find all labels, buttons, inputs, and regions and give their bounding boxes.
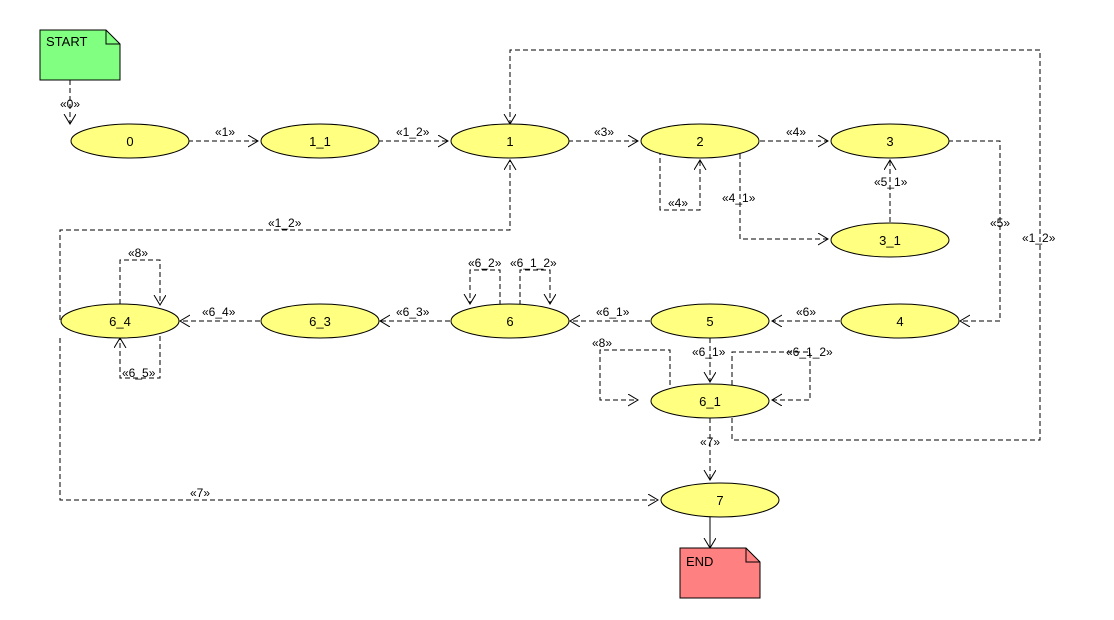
- state-3_1-label: 3_1: [879, 233, 901, 248]
- state-5[interactable]: 5: [650, 303, 770, 339]
- edge-2-self: [659, 150, 700, 211]
- state-6_4[interactable]: 6_4: [60, 303, 180, 339]
- edge-2-3_1: [739, 154, 828, 239]
- label-6_4-self-b: «6_5»: [122, 366, 156, 380]
- state-3-label: 3: [886, 134, 893, 149]
- edge-6_1-self-a: [599, 349, 671, 400]
- label-6_4-7: «7»: [190, 486, 210, 500]
- edge-6-self-b: [519, 269, 550, 305]
- state-6_3[interactable]: 6_3: [260, 303, 380, 339]
- state-6_1-label: 6_1: [699, 394, 721, 409]
- state-7-label: 7: [716, 493, 723, 508]
- end-note-shape: [679, 547, 761, 599]
- label-6-self-b: «6_1_2»: [510, 256, 557, 270]
- label-start-0: «0»: [60, 97, 80, 111]
- state-7[interactable]: 7: [660, 482, 780, 518]
- label-3-4: «5»: [990, 216, 1010, 230]
- state-5-label: 5: [706, 314, 713, 329]
- label-6_1-self-a: «8»: [592, 336, 612, 350]
- state-6_3-label: 6_3: [309, 314, 331, 329]
- edge-6_1-self-b: [731, 351, 811, 400]
- end-note-fold: [745, 548, 760, 563]
- edge-6_4-self-b: [120, 336, 161, 379]
- state-1-label: 1: [506, 134, 513, 149]
- label-2-3: «4»: [786, 125, 806, 139]
- state-3[interactable]: 3: [830, 123, 950, 159]
- label-6-6_3: «6_3»: [396, 305, 430, 319]
- label-6_4-self-a: «8»: [128, 246, 148, 260]
- state-0-label: 0: [126, 134, 133, 149]
- state-3_1[interactable]: 3_1: [830, 222, 950, 258]
- label-4-5: «6»: [796, 305, 816, 319]
- edge-6_4-self-a: [119, 259, 160, 305]
- state-1_1-label: 1_1: [309, 134, 331, 149]
- state-1[interactable]: 1: [450, 123, 570, 159]
- state-1_1[interactable]: 1_1: [260, 123, 380, 159]
- state-4[interactable]: 4: [840, 303, 960, 339]
- edge-6_4-7: [59, 338, 658, 500]
- label-5-6: «6_1»: [596, 305, 630, 319]
- state-6-label: 6: [506, 314, 513, 329]
- edge-6_1-1: [510, 49, 1041, 441]
- start-node[interactable]: START: [39, 29, 121, 81]
- start-label: START: [46, 34, 87, 49]
- label-0-1_1: «1»: [215, 125, 235, 139]
- edge-3-4: [948, 140, 1001, 321]
- label-1_1-1: «1_2»: [396, 125, 430, 139]
- start-note-shape: [39, 29, 121, 81]
- end-node[interactable]: END: [679, 547, 761, 599]
- edge-6_4-1: [59, 160, 510, 320]
- label-6-self-a: «6_2»: [468, 256, 502, 270]
- label-5-6_1: «6_1»: [692, 345, 726, 359]
- label-1-2: «3»: [594, 125, 614, 139]
- state-2[interactable]: 2: [640, 123, 760, 159]
- label-6_1-7: «7»: [700, 435, 720, 449]
- state-6_4-label: 6_4: [109, 314, 131, 329]
- state-2-label: 2: [696, 134, 703, 149]
- end-label: END: [686, 554, 713, 569]
- state-0[interactable]: 0: [70, 123, 190, 159]
- state-4-label: 4: [896, 314, 903, 329]
- label-6_1-1: «1_2»: [1022, 231, 1056, 245]
- label-2-3_1: «4_1»: [722, 191, 756, 205]
- state-6_1[interactable]: 6_1: [650, 383, 770, 419]
- label-3_1-3: «5_1»: [874, 175, 908, 189]
- label-6_1-self-b: «6_1_2»: [786, 345, 833, 359]
- label-6_3-6_4: «6_4»: [202, 305, 236, 319]
- edge-6-self-a: [470, 269, 501, 305]
- label-2-self: «4»: [668, 196, 688, 210]
- label-6_4-1: «1_2»: [268, 216, 302, 230]
- start-note-fold: [105, 30, 120, 45]
- state-6[interactable]: 6: [450, 303, 570, 339]
